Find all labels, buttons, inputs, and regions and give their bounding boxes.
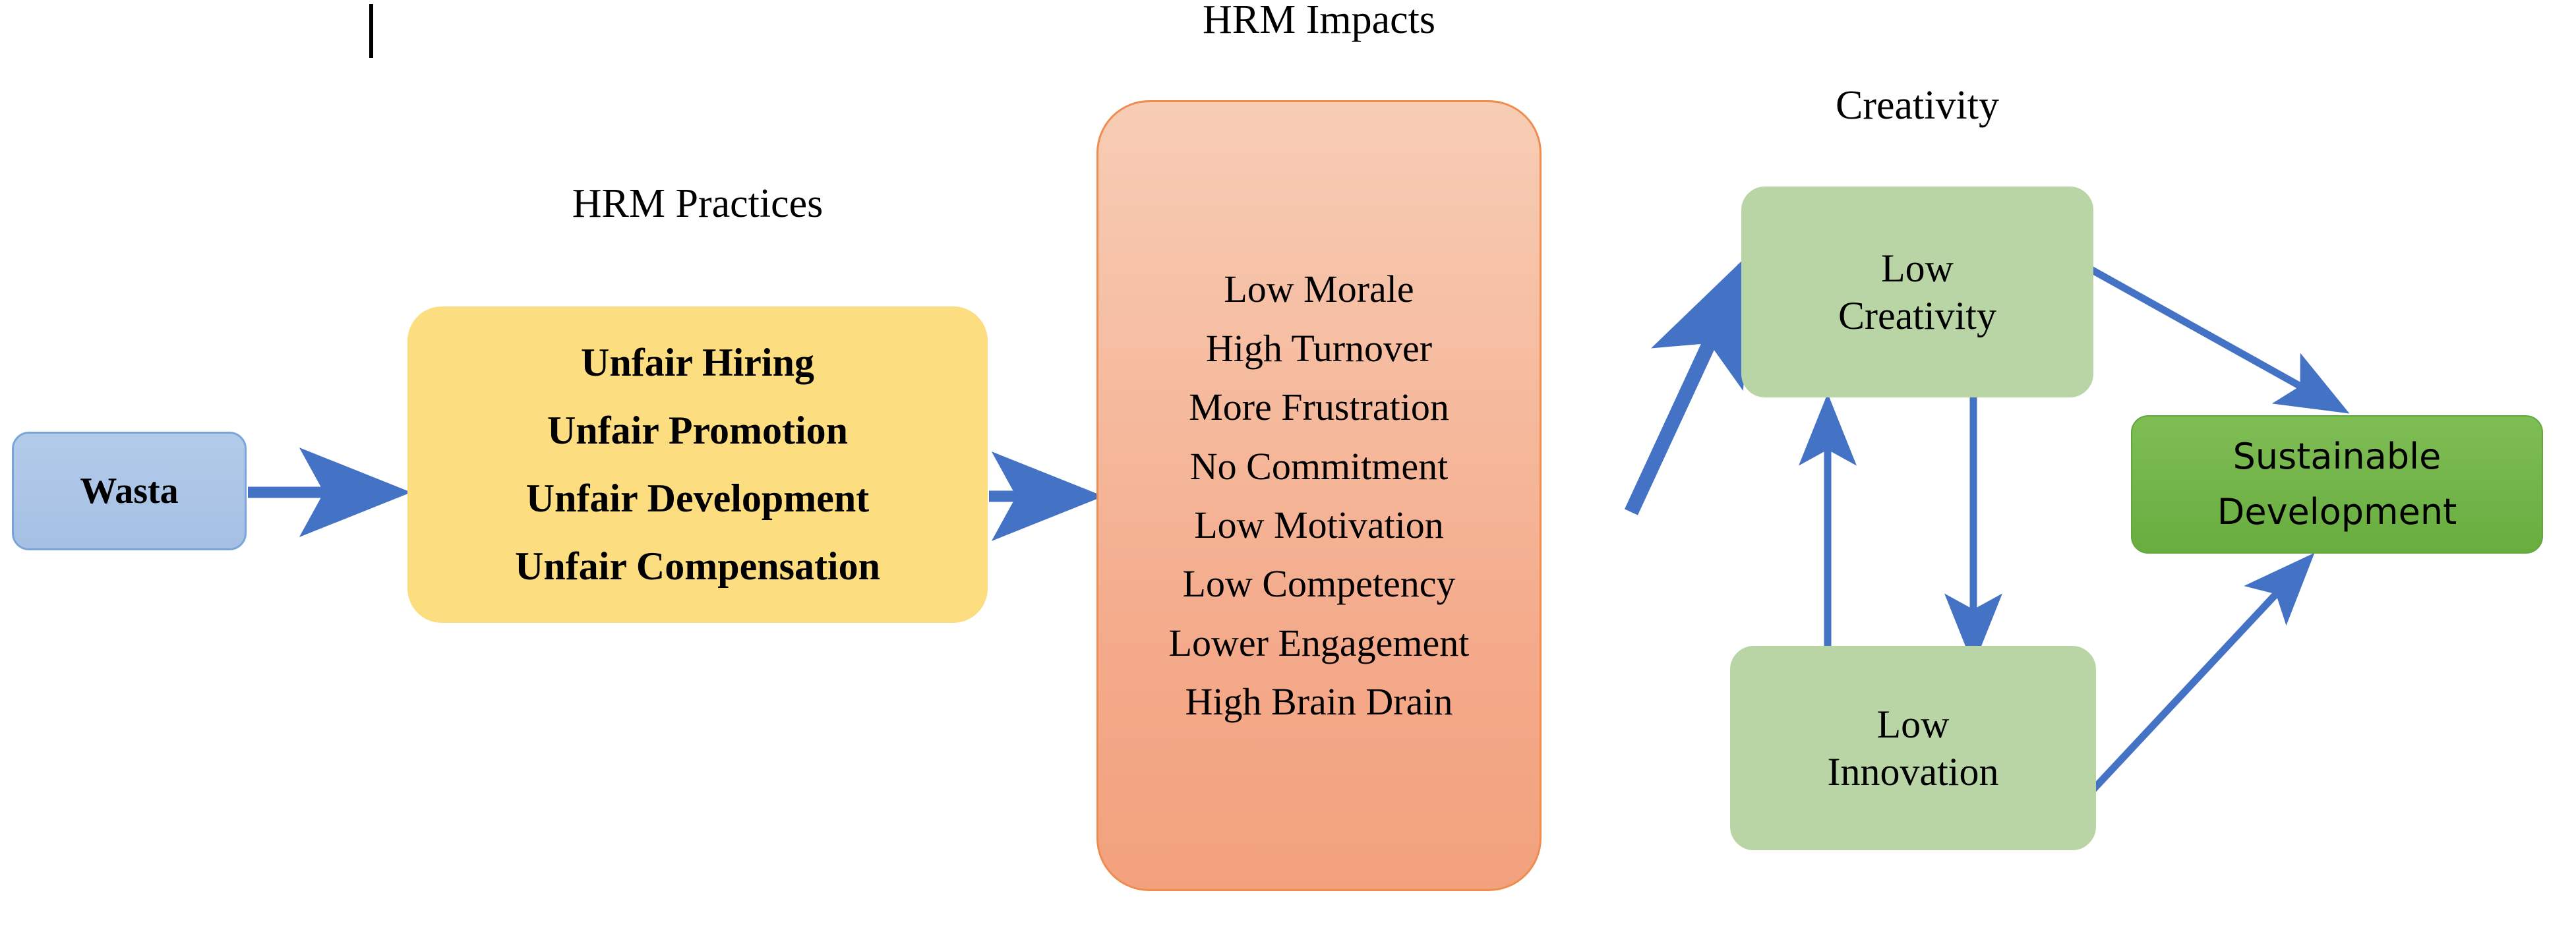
node-low-creativity-line1: Low xyxy=(1881,246,1954,290)
practice-item: Unfair Hiring xyxy=(581,341,814,384)
impact-item: Low Competency xyxy=(1182,562,1456,606)
node-hrm-impacts[interactable]: Low Morale High Turnover More Frustratio… xyxy=(1096,100,1542,891)
node-wasta-label: Wasta xyxy=(80,471,179,511)
practice-item: Unfair Development xyxy=(525,477,870,520)
impact-item: High Turnover xyxy=(1205,326,1433,370)
node-low-innovation[interactable]: Low Innovation xyxy=(1730,646,2096,850)
practice-item: Unfair Compensation xyxy=(515,544,880,588)
impact-item: Lower Engagement xyxy=(1168,621,1470,664)
node-hrm-practices[interactable]: Unfair Hiring Unfair Promotion Unfair De… xyxy=(407,306,988,623)
group-label-hrm-impacts: HRM Impacts xyxy=(1202,0,1436,42)
impact-item: Low Morale xyxy=(1224,268,1414,311)
node-wasta[interactable]: Wasta xyxy=(12,432,247,550)
group-label-hrm-practices: HRM Practices xyxy=(572,181,824,226)
edge-impacts-to-low-creativity xyxy=(1625,251,1752,515)
node-low-innovation-line1: Low xyxy=(1876,703,1950,746)
node-sustainable-line1: Sustainable xyxy=(2232,436,2441,478)
node-low-creativity[interactable]: Low Creativity xyxy=(1741,187,2093,397)
impact-item: No Commitment xyxy=(1189,444,1449,488)
node-sustainable-line2: Development xyxy=(2217,491,2457,533)
practice-item: Unfair Promotion xyxy=(547,409,849,452)
impact-item: Low Motivation xyxy=(1194,504,1444,546)
impact-item: More Frustration xyxy=(1189,386,1449,429)
node-sustainable-development[interactable]: Sustainable Development xyxy=(2131,415,2543,554)
text-caret-mark xyxy=(369,4,373,58)
edge-low-innovation-to-sustainable xyxy=(2087,552,2315,796)
node-low-innovation-line2: Innovation xyxy=(1827,750,1999,794)
edge-low-creativity-to-sustainable xyxy=(2076,259,2350,414)
node-low-creativity-line2: Creativity xyxy=(1838,294,1996,337)
group-label-creativity: Creativity xyxy=(1836,83,1999,128)
impact-item: High Brain Drain xyxy=(1185,680,1453,724)
